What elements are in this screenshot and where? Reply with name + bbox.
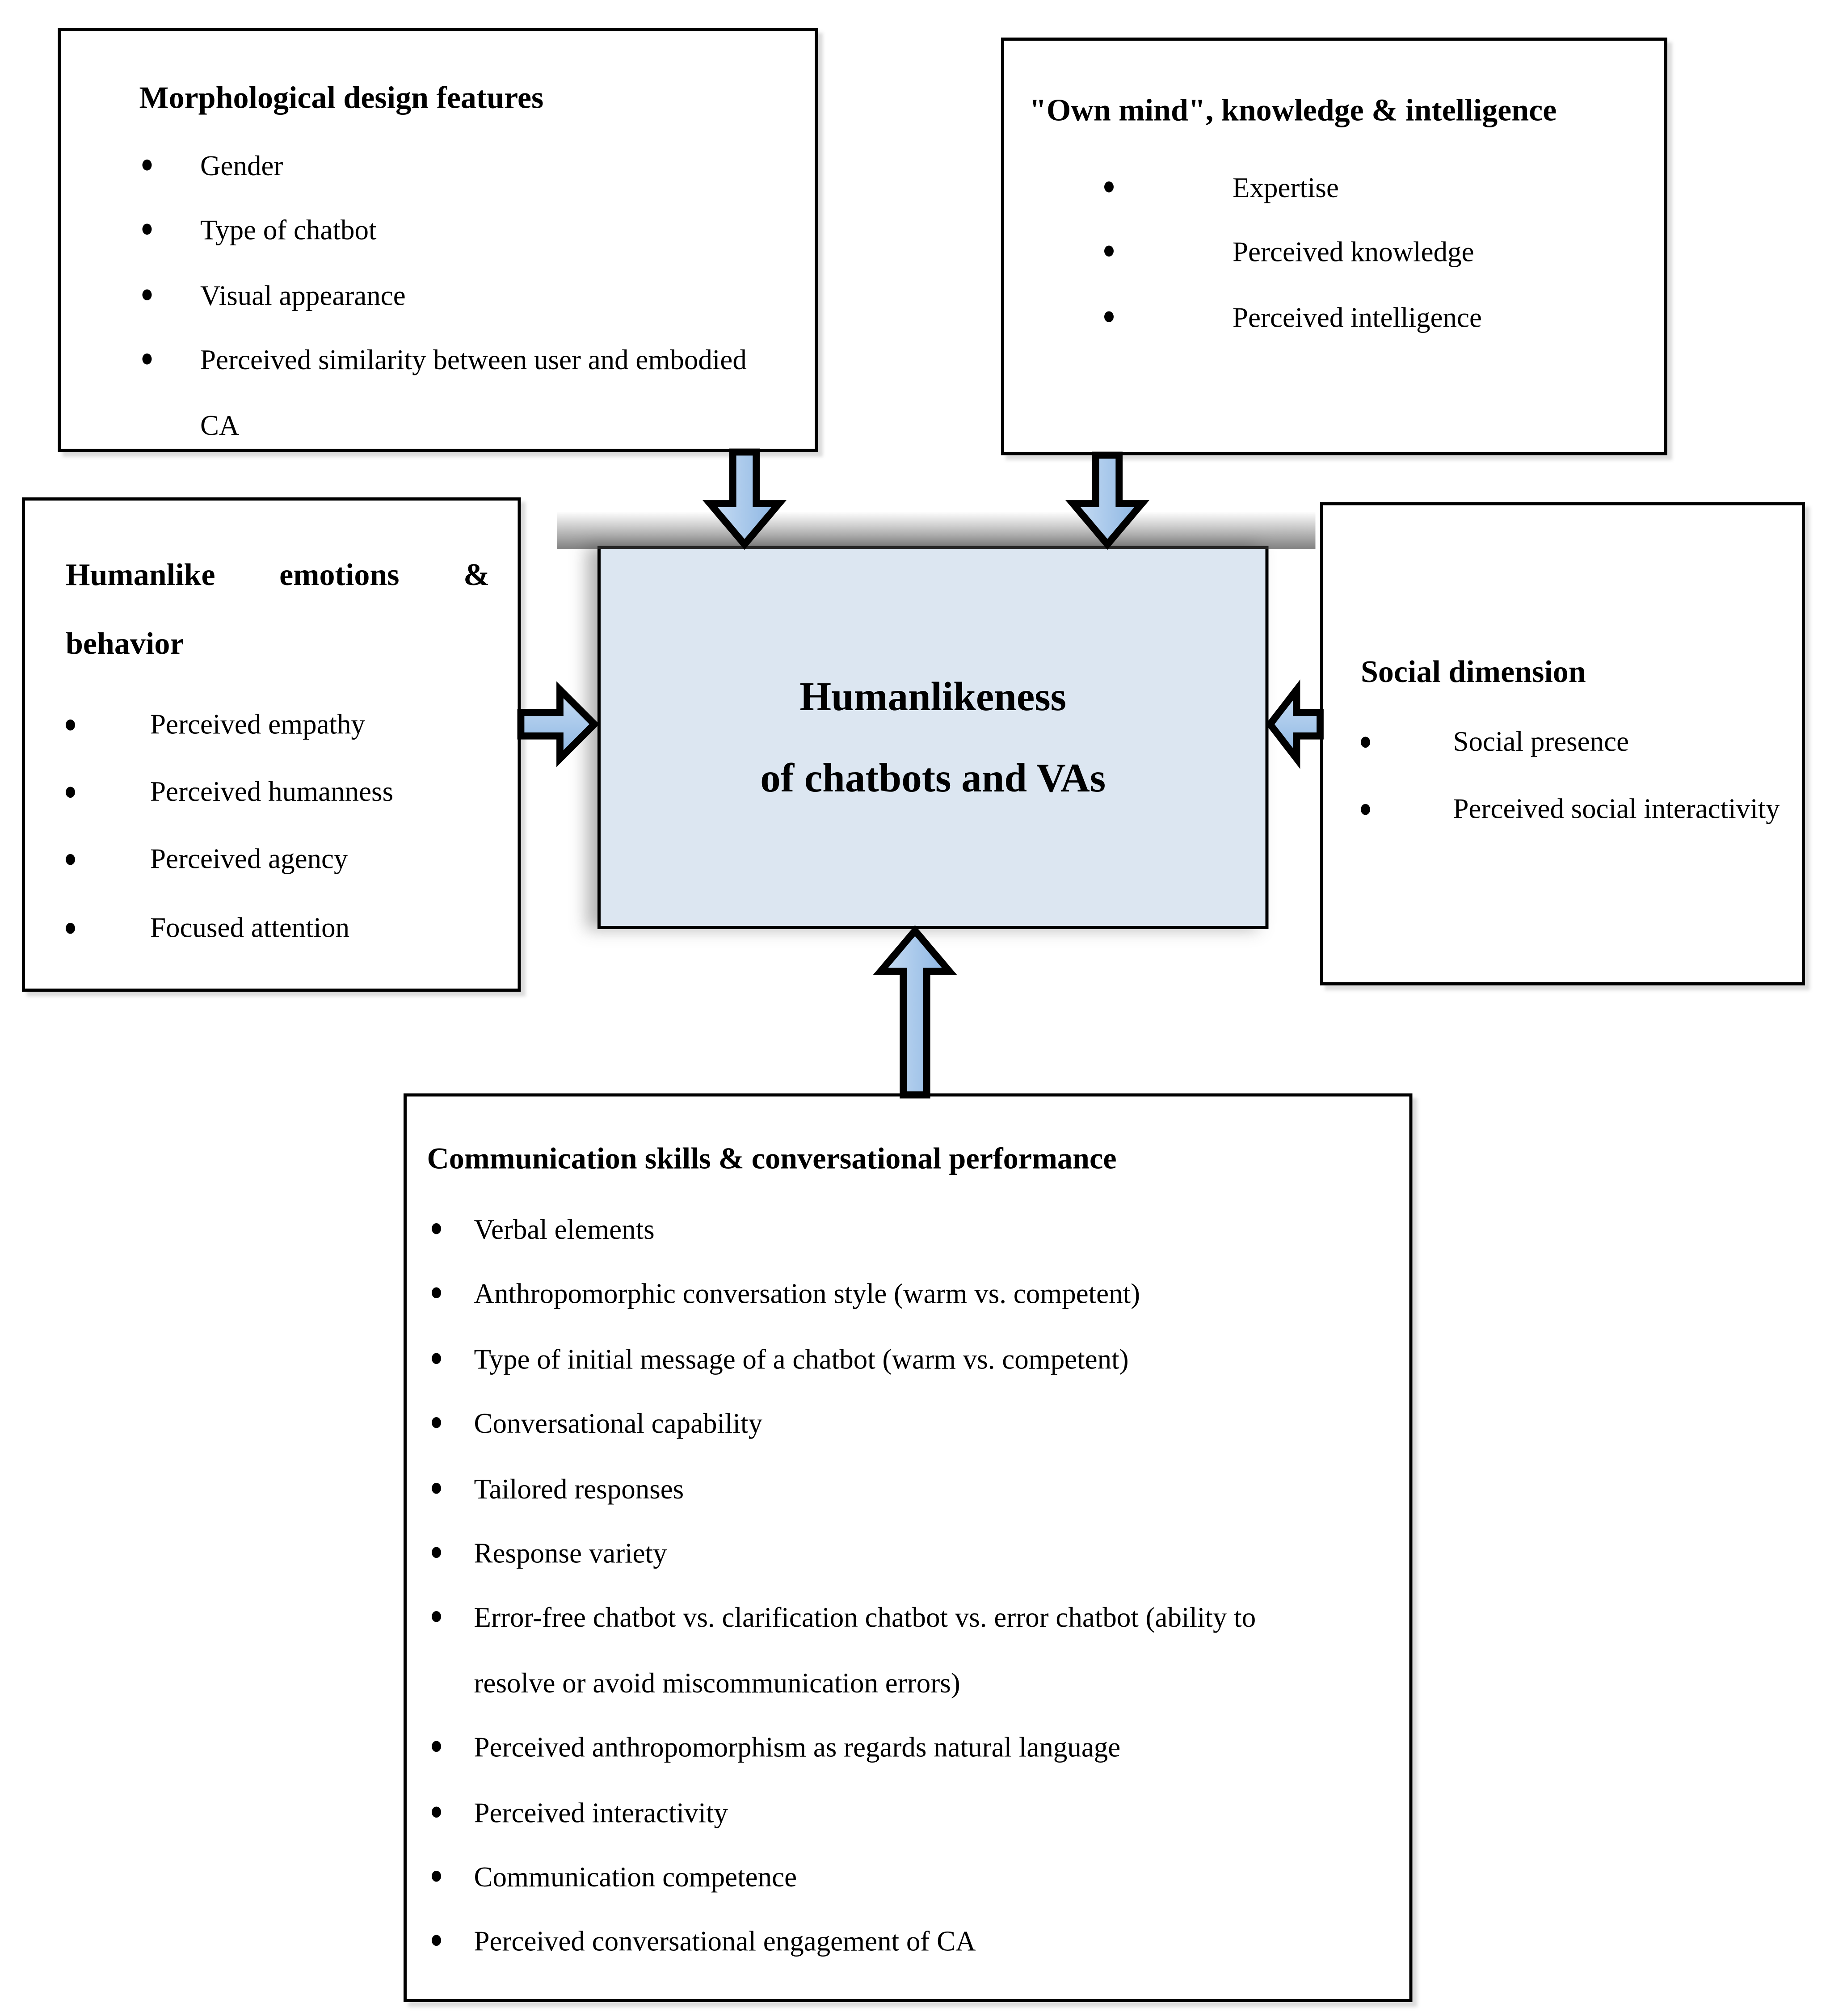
- list-item: Perceived anthropomorphism as regards na…: [427, 1716, 1324, 1781]
- box-humanlike-emotions-behavior: Humanlike emotions & behavior Perceived …: [22, 497, 521, 992]
- arrow-right-from-emotions-icon: [517, 681, 600, 767]
- arrow-up-from-communication-icon: [873, 925, 957, 1098]
- box-communication-skills: Communication skills & conversational pe…: [404, 1093, 1413, 2002]
- box-title: Morphological design features: [139, 81, 544, 116]
- list-item: Type of chatbot: [139, 199, 787, 264]
- list-item: Type of initial message of a chatbot (wa…: [427, 1328, 1324, 1393]
- list-item: Perceived intelligence: [1029, 286, 1649, 351]
- list-item: Perceived humanness: [66, 759, 490, 826]
- list-item: Perceived empathy: [66, 691, 490, 759]
- list-item: Perceived social interactivity: [1361, 776, 1780, 844]
- box-title: "Own mind", knowledge & intelligence: [1029, 94, 1557, 128]
- arrow-left-from-social-icon: [1266, 679, 1324, 769]
- center-title-line2: of chatbots and VAs: [760, 754, 1106, 800]
- list-item: Error-free chatbot vs. clarification cha…: [427, 1587, 1324, 1716]
- list-item: Expertise: [1029, 156, 1649, 221]
- box-title: Humanlike emotions & behavior: [66, 558, 490, 662]
- list-item: Perceived similarity between user and em…: [139, 329, 787, 459]
- list-item: Gender: [139, 135, 787, 199]
- list-item: Conversational capability: [427, 1393, 1324, 1457]
- list-item: Verbal elements: [427, 1198, 1324, 1263]
- list-item: Communication competence: [427, 1846, 1324, 1911]
- list-item: Visual appearance: [139, 264, 787, 329]
- box-title: Communication skills & conversational pe…: [427, 1143, 1117, 1177]
- arrow-down-from-morphological-icon: [703, 448, 787, 550]
- list-item: Focused attention: [66, 894, 490, 961]
- box-own-mind-knowledge-intelligence: "Own mind", knowledge & intelligence Exp…: [1001, 38, 1667, 455]
- box-title: Social dimension: [1361, 655, 1586, 690]
- list-item: Social presence: [1361, 709, 1780, 776]
- list-item: Perceived interactivity: [427, 1781, 1324, 1846]
- center-title-line1: Humanlikeness: [799, 673, 1067, 719]
- arrow-down-from-own-mind-icon: [1065, 451, 1149, 550]
- list-item: Tailored responses: [427, 1457, 1324, 1522]
- list-item: Perceived conversational engagement of C…: [427, 1911, 1324, 1975]
- list-item: Anthropomorphic conversation style (warm…: [427, 1263, 1324, 1328]
- list-item: Response variety: [427, 1522, 1324, 1587]
- list-item: Perceived agency: [66, 826, 490, 894]
- box-humanlikeness-center: Humanlikeness of chatbots and VAs: [557, 511, 1316, 929]
- list-item: Perceived knowledge: [1029, 221, 1649, 286]
